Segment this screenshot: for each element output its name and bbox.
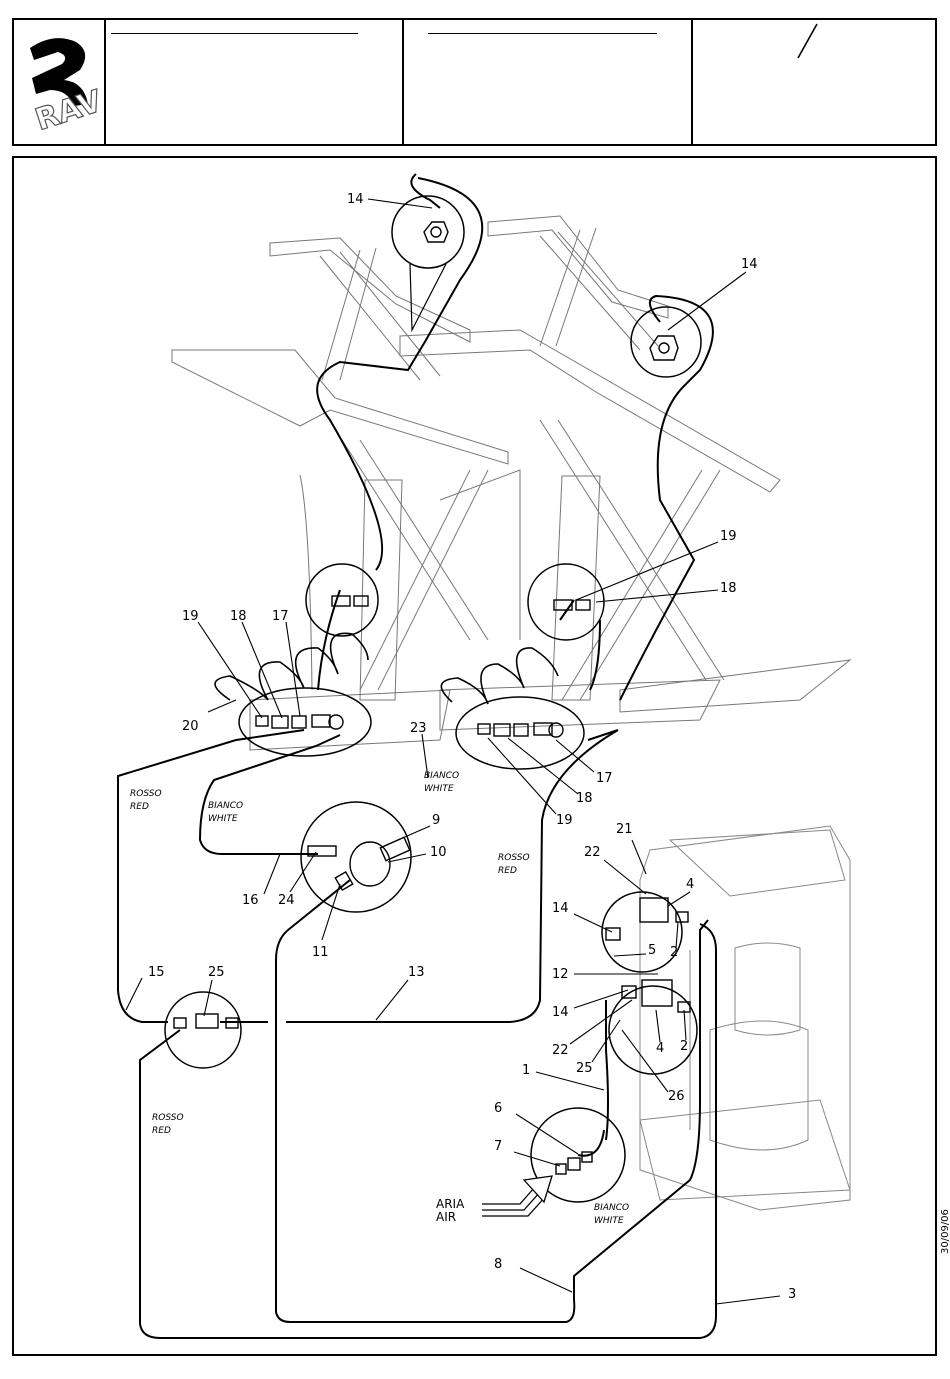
callout-3: 3 [788, 1287, 796, 1302]
callout-12: 12 [552, 967, 569, 982]
callout-1: 1 [522, 1063, 530, 1078]
callout-22: 22 [552, 1043, 569, 1058]
callout-24: 24 [278, 893, 295, 908]
lift-right [400, 216, 850, 730]
pipe-label-en: WHITE [208, 814, 238, 824]
callout-18: 18 [720, 581, 737, 596]
callout-14: 14 [552, 1005, 569, 1020]
callout-4: 4 [656, 1041, 664, 1056]
callout-17: 17 [272, 609, 289, 624]
pipe-labels: ROSSO RED BIANCO WHITE BIANCO WHITE ROSSO RED RO… [130, 771, 629, 1226]
callout-21: 21 [616, 822, 633, 837]
pipe-label-en: WHITE [424, 784, 454, 794]
leader-lines [126, 199, 780, 1304]
callout-14: 14 [552, 901, 569, 916]
callout-18: 18 [230, 609, 247, 624]
callout-5: 5 [648, 943, 656, 958]
pipe-label-it: ROSSO [152, 1113, 184, 1123]
lift-left [172, 238, 520, 750]
callout-19: 19 [720, 529, 737, 544]
callout-22: 22 [584, 845, 601, 860]
callout-23: 23 [410, 721, 427, 736]
control-unit [640, 826, 850, 1210]
pipe-label-it: BIANCO [208, 801, 243, 811]
callout-11: 11 [312, 945, 329, 960]
hoses [118, 174, 716, 1338]
callout-4: 4 [686, 877, 694, 892]
callout-19: 19 [182, 609, 199, 624]
callout-8: 8 [494, 1257, 502, 1272]
callout-13: 13 [408, 965, 425, 980]
callout-25: 25 [208, 965, 225, 980]
pipe-label-en: RED [498, 866, 517, 876]
callout-26: 26 [668, 1089, 685, 1104]
pipe-label-en: RED [152, 1126, 171, 1136]
air-label-en: AIR [436, 1210, 456, 1224]
air-label-it: ARIA [436, 1197, 465, 1211]
callout-14: 14 [741, 257, 758, 272]
pipe-label-en: RED [130, 802, 149, 812]
pipe-label-en: WHITE [594, 1216, 624, 1226]
callout-9: 9 [432, 813, 440, 828]
pipe-label-it: BIANCO [424, 771, 459, 781]
callout-7: 7 [494, 1139, 502, 1154]
pipe-label-it: ROSSO [498, 853, 530, 863]
drawing-date: 30/09/06 [940, 1209, 950, 1254]
callout-16: 16 [242, 893, 259, 908]
callout-25: 25 [576, 1061, 593, 1076]
callout-19: 19 [556, 813, 573, 828]
air-label: ARIA AIR [436, 1197, 465, 1224]
callout-2: 2 [680, 1039, 688, 1054]
callout-14: 14 [347, 192, 364, 207]
callout-10: 10 [430, 845, 447, 860]
callout-20: 20 [182, 719, 199, 734]
callout-6: 6 [494, 1101, 502, 1116]
pipe-label-it: BIANCO [594, 1203, 629, 1213]
callout-2: 2 [670, 945, 678, 960]
callout-17: 17 [596, 771, 613, 786]
pipe-label-it: ROSSO [130, 789, 162, 799]
air-arrow [482, 1176, 552, 1216]
callout-18: 18 [576, 791, 593, 806]
callout-15: 15 [148, 965, 165, 980]
